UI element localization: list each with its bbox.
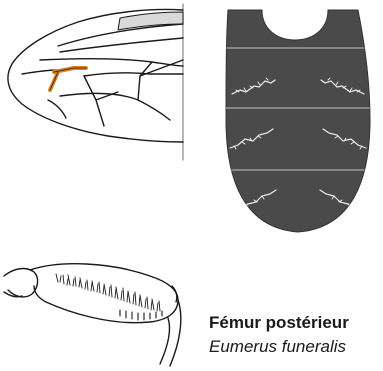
femur-drawing <box>0 0 200 371</box>
tibia-upper <box>160 318 170 364</box>
femur-spines <box>56 274 162 320</box>
femur-trochanter <box>4 269 38 297</box>
caption-title: Fémur postérieur <box>209 311 383 335</box>
abdomen-body <box>226 10 370 232</box>
caption: Fémur postérieur Eumerus funeralis <box>209 311 383 359</box>
caption-species: Eumerus funeralis <box>209 335 383 359</box>
